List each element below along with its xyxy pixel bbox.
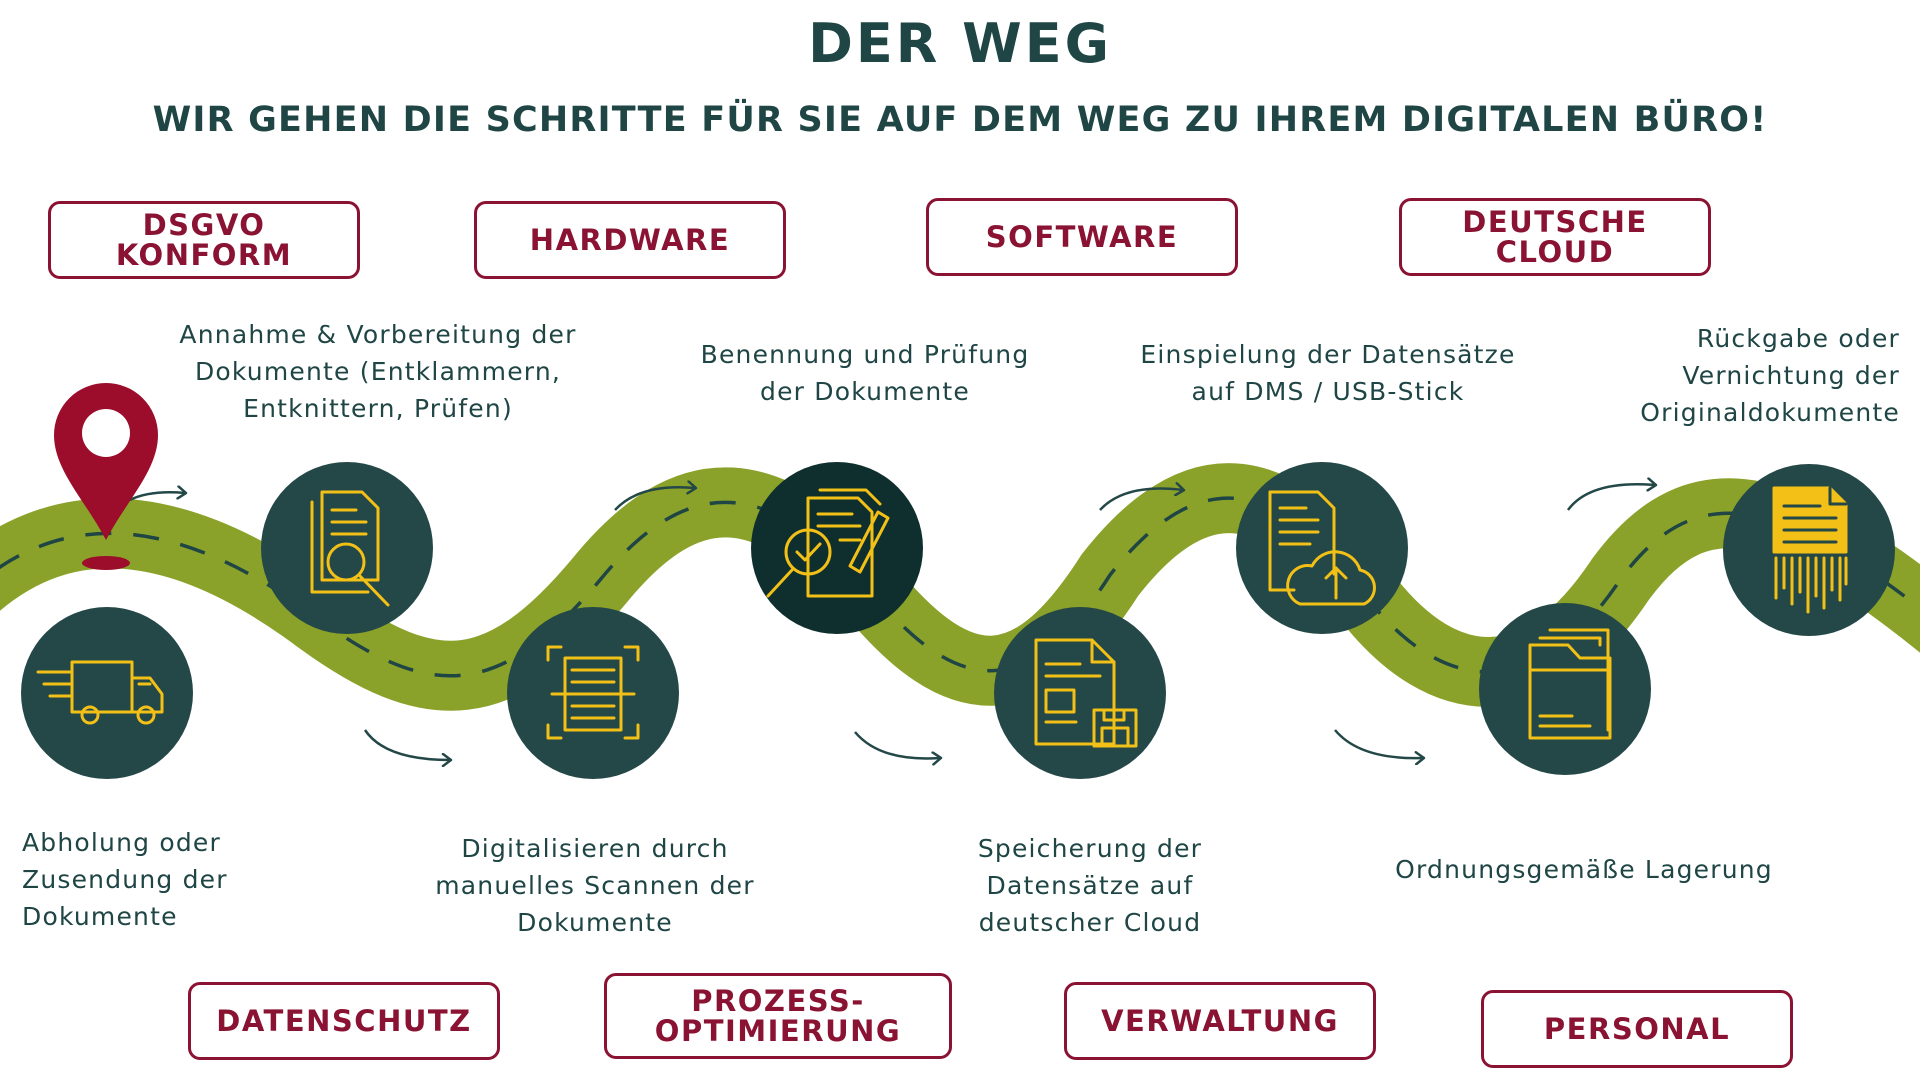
shredder-icon xyxy=(1772,486,1848,614)
document-search-icon xyxy=(310,490,390,607)
arrow-3 xyxy=(614,487,695,511)
arrow-4 xyxy=(854,731,940,758)
arrow-5 xyxy=(1099,489,1183,511)
step-8-text: Rückgabe oder Vernichtung der Originaldo… xyxy=(1640,324,1900,427)
tag-verwaltung: VERWALTUNG xyxy=(1064,982,1376,1060)
tag-personal: PERSONAL xyxy=(1481,990,1793,1068)
step-4-circle xyxy=(751,462,923,634)
step-2-circle xyxy=(261,462,433,634)
cloud-upload-icon xyxy=(1268,490,1376,606)
tag-hardware: HARDWARE xyxy=(474,201,786,279)
step-6-text: Einspielung der Datensätze auf DMS / USB… xyxy=(1140,340,1516,406)
step-6-circle xyxy=(1236,462,1408,634)
scan-icon xyxy=(546,645,640,740)
step-5-circle xyxy=(994,607,1166,779)
location-pin-icon xyxy=(54,383,158,570)
tag-software: SOFTWARE xyxy=(926,198,1238,276)
step-1-circle xyxy=(21,607,193,779)
arrow-2 xyxy=(363,729,450,760)
step-5-text: Speicherung der Datensätze auf deutscher… xyxy=(977,834,1203,937)
page-title: DER WEG xyxy=(808,12,1112,75)
truck-icon xyxy=(36,660,164,725)
tag-datenschutz: DATENSCHUTZ xyxy=(188,982,500,1060)
tag-prozess-optimierung: PROZESS- OPTIMIERUNG xyxy=(604,973,952,1059)
arrow-1 xyxy=(129,492,185,502)
folder-icon xyxy=(1528,628,1612,740)
page-subtitle: WIR GEHEN DIE SCHRITTE FÜR SIE AUF DEM W… xyxy=(152,100,1768,140)
tag-dsgvo-konform: DSGVO KONFORM xyxy=(48,201,360,279)
tag-deutsche-cloud: DEUTSCHE CLOUD xyxy=(1399,198,1711,276)
step-1-text: Abholung oder Zusendung der Dokumente xyxy=(22,828,228,931)
step-7-text: Ordnungsgemäße Lagerung xyxy=(1395,855,1773,884)
road-center-line xyxy=(0,496,1920,678)
document-save-icon xyxy=(1034,638,1138,748)
arrow-6 xyxy=(1334,729,1423,758)
arrow-7 xyxy=(1566,484,1655,511)
step-4-text: Benennung und Prüfung der Dokumente xyxy=(700,340,1030,406)
step-3-text: Digitalisieren durch manuelles Scannen d… xyxy=(435,834,755,937)
step-2-text: Annahme & Vorbereitung der Dokumente (En… xyxy=(179,320,577,423)
document-check-icon xyxy=(766,488,890,598)
